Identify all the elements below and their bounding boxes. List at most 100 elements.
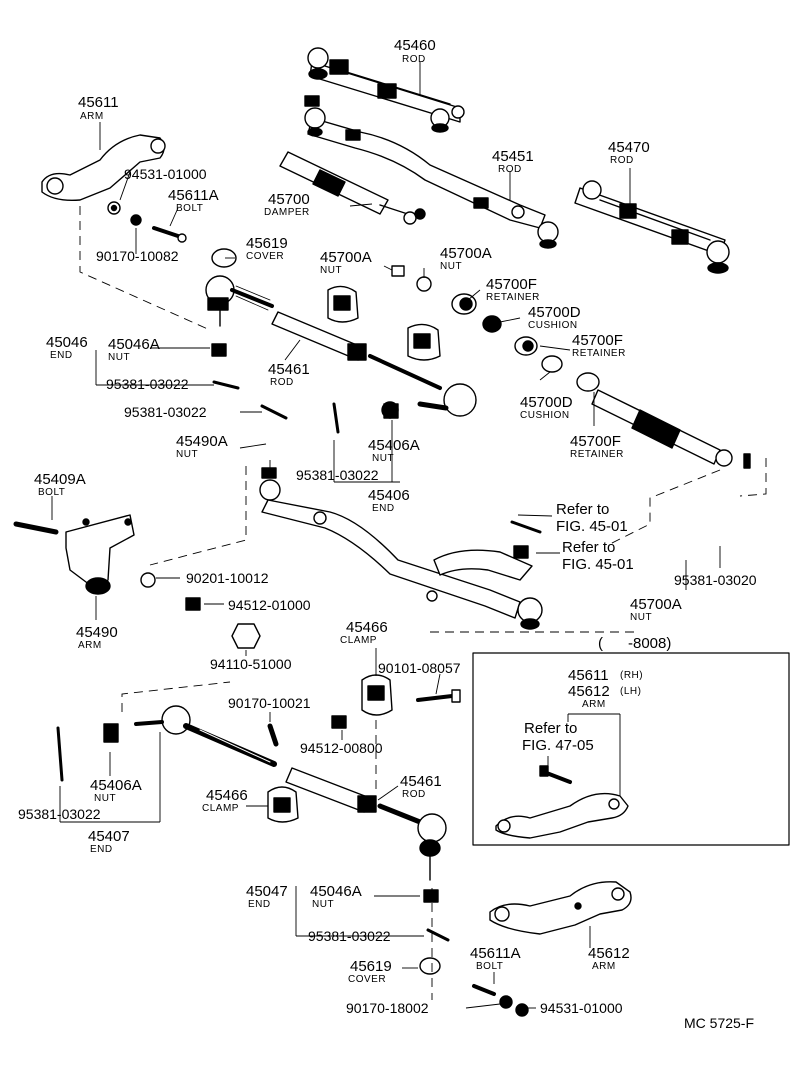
part-name-rod: ROD xyxy=(402,54,426,65)
part-number-45466: 45466 xyxy=(346,619,388,636)
figure-reference-45-01[interactable]: FIG. 45-01 xyxy=(562,556,634,573)
part-name-cushion: CUSHION xyxy=(520,410,570,421)
part-number-45619: 45619 xyxy=(246,235,288,252)
arm-45611-drawing xyxy=(41,134,237,268)
part-number-90201-10012: 90201-10012 xyxy=(186,570,269,586)
part-name-rod: ROD xyxy=(498,164,522,175)
part-number-45046a: 45046A xyxy=(310,883,362,900)
part-number-45466: 45466 xyxy=(206,787,248,804)
part-number-45700d: 45700D xyxy=(528,304,581,321)
part-number-45046a: 45046A xyxy=(108,336,160,353)
part-number-45700d: 45700D xyxy=(520,394,573,411)
part-number-45409a: 45409A xyxy=(34,471,86,488)
part-number-90101-08057: 90101-08057 xyxy=(378,660,461,676)
idler-arm-right-drawing xyxy=(433,520,542,581)
part-number-45700a: 45700A xyxy=(320,249,372,266)
inset-frame xyxy=(472,652,790,846)
part-name-rod: ROD xyxy=(402,789,426,800)
rod-45461-lower-drawing xyxy=(285,767,450,942)
cushion-retainer-drawing xyxy=(391,265,563,373)
part-name-nut: NUT xyxy=(312,899,335,910)
part-number-45407: 45407 xyxy=(88,828,130,845)
part-name-end: END xyxy=(50,350,73,361)
part-number-95381-03022: 95381-03022 xyxy=(106,376,189,392)
part-name-bolt: BOLT xyxy=(176,203,204,214)
part-name-arm: ARM xyxy=(80,111,104,122)
part-name-arm: ARM xyxy=(592,961,616,972)
part-name-end: END xyxy=(90,844,113,855)
rod-45460-drawing xyxy=(307,47,465,133)
part-number-94531-01000: 94531-01000 xyxy=(124,166,207,182)
part-number-90170-18002: 90170-18002 xyxy=(346,1000,429,1016)
part-number-45700a: 45700A xyxy=(630,596,682,613)
part-number-90170-10021: 90170-10021 xyxy=(228,695,311,711)
part-number-94512-01000: 94512-01000 xyxy=(228,597,311,613)
part-name-bolt: BOLT xyxy=(476,961,504,972)
inset-date-range: ( -8008) xyxy=(598,635,672,652)
rod-45461-upper-drawing xyxy=(271,311,477,419)
cotter-pins-mid-drawing xyxy=(260,402,399,434)
part-name-cushion: CUSHION xyxy=(528,320,578,331)
figure-reference-47-05[interactable]: FIG. 47-05 xyxy=(522,737,594,754)
part-number-95381-03022: 95381-03022 xyxy=(296,467,379,483)
part-number-45611-rh: 45611 xyxy=(568,667,609,684)
part-number-45470: 45470 xyxy=(608,139,650,156)
part-number-95381-03020: 95381-03020 xyxy=(674,572,757,588)
part-name-arm: ARM xyxy=(78,640,102,651)
arm-45490-drawing xyxy=(13,514,261,649)
part-name-end: END xyxy=(248,899,271,910)
part-name-retainer: RETAINER xyxy=(486,292,540,303)
part-number-45611a: 45611A xyxy=(168,187,219,204)
part-number-45700a: 45700A xyxy=(440,245,492,262)
part-name-end: END xyxy=(372,503,395,514)
part-side-rh: (RH) xyxy=(620,670,644,681)
refer-to-text: Refer to xyxy=(562,539,616,556)
part-number-45046: 45046 xyxy=(46,334,88,351)
part-number-45461: 45461 xyxy=(400,773,442,790)
part-name-cover: COVER xyxy=(348,974,387,985)
arm-45612-drawing xyxy=(419,881,632,1017)
part-name-rod: ROD xyxy=(610,155,634,166)
part-number-45700f: 45700F xyxy=(572,332,623,349)
part-number-45406a: 45406A xyxy=(368,437,420,454)
part-number-95381-03022: 95381-03022 xyxy=(124,404,207,420)
refer-to-text: Refer to xyxy=(556,501,610,518)
part-name-bolt: BOLT xyxy=(38,487,66,498)
part-number-45700f: 45700F xyxy=(486,276,537,293)
part-name-damper: DAMPER xyxy=(264,207,310,218)
end-45046-drawing xyxy=(205,275,274,390)
part-number-45406: 45406 xyxy=(368,487,410,504)
part-name-clamp: CLAMP xyxy=(340,635,377,646)
part-number-94531-01000: 94531-01000 xyxy=(540,1000,623,1016)
figure-reference-45-01[interactable]: FIG. 45-01 xyxy=(556,518,628,535)
part-side-lh: (LH) xyxy=(620,686,642,697)
part-name-clamp: CLAMP xyxy=(202,803,239,814)
part-number-45490: 45490 xyxy=(76,624,118,641)
part-name-nut: NUT xyxy=(440,261,463,272)
end-45407-drawing xyxy=(56,705,277,782)
part-number-45490a: 45490A xyxy=(176,433,228,450)
part-name-nut: NUT xyxy=(108,352,131,363)
part-name-nut: NUT xyxy=(372,453,395,464)
clamp-lower-drawing xyxy=(267,674,461,823)
part-number-45460: 45460 xyxy=(394,37,436,54)
relay-rod-drawing xyxy=(259,467,543,630)
part-name-nut: NUT xyxy=(320,265,343,276)
part-number-45047: 45047 xyxy=(246,883,288,900)
part-number-45611: 45611 xyxy=(78,94,119,111)
part-number-45611a: 45611A xyxy=(470,945,521,962)
damper-45700-drawing xyxy=(279,151,426,225)
refer-to-text: Refer to xyxy=(524,720,578,737)
dashed-connector-lines xyxy=(79,206,767,1000)
damper-lower-drawing xyxy=(576,372,751,469)
part-name-nut: NUT xyxy=(630,612,653,623)
leader-lines xyxy=(51,62,721,1009)
part-number-95381-03022: 95381-03022 xyxy=(308,928,391,944)
part-number-45619: 45619 xyxy=(350,958,392,975)
part-number-94512-00800: 94512-00800 xyxy=(300,740,383,756)
part-name-cover: COVER xyxy=(246,251,285,262)
rod-45470-drawing xyxy=(574,180,730,274)
part-number-45700: 45700 xyxy=(268,191,310,208)
